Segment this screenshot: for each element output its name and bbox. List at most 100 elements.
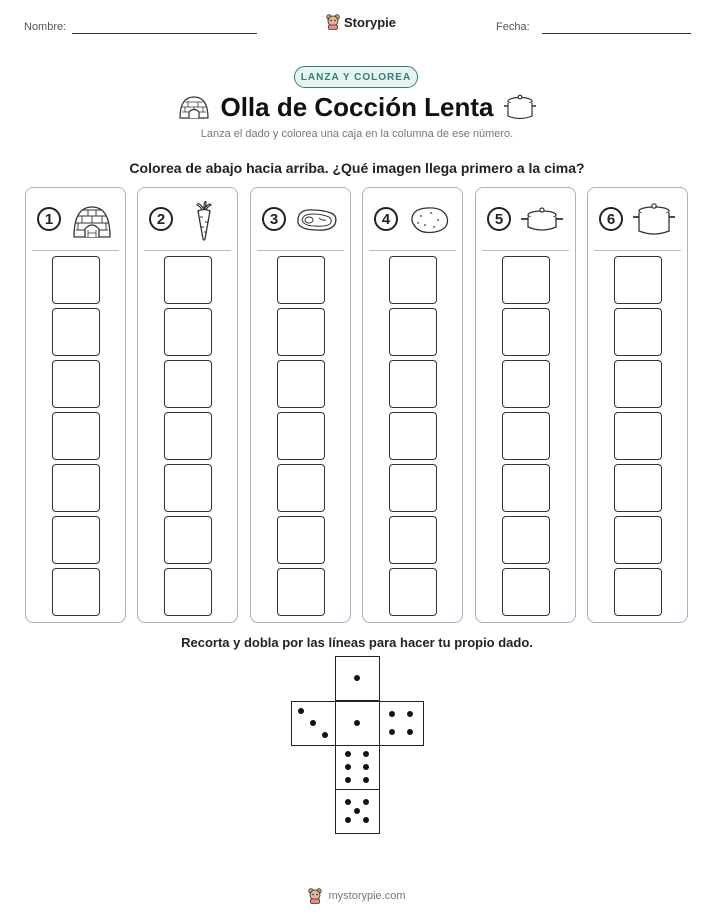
color-box[interactable] [614, 516, 662, 564]
color-box[interactable] [277, 360, 325, 408]
color-box[interactable] [277, 256, 325, 304]
color-box[interactable] [614, 464, 662, 512]
color-box[interactable] [614, 412, 662, 460]
dice-pip [363, 751, 370, 758]
igloo-icon [68, 199, 116, 241]
bear-icon [308, 888, 323, 904]
dice-face-1 [335, 656, 380, 701]
dice-pip [298, 708, 305, 715]
dice-pip [321, 731, 328, 738]
dice-pip [354, 808, 360, 814]
dice-pip [344, 776, 351, 783]
color-box[interactable] [164, 516, 212, 564]
color-box[interactable] [389, 256, 437, 304]
igloo-icon [179, 96, 209, 119]
color-box[interactable] [389, 568, 437, 616]
dice-pip [388, 710, 395, 717]
dice-pip [407, 710, 414, 717]
color-box[interactable] [502, 360, 550, 408]
steak-icon [293, 199, 341, 241]
color-box[interactable] [52, 256, 100, 304]
column-number: 6 [599, 207, 623, 231]
dice-pip [407, 729, 414, 736]
color-box[interactable] [164, 308, 212, 356]
color-box[interactable] [277, 516, 325, 564]
dice-face-3 [291, 701, 336, 746]
carrot-icon [180, 199, 228, 241]
name-line[interactable] [72, 33, 257, 34]
color-box[interactable] [502, 464, 550, 512]
pot-icon [504, 94, 536, 120]
color-box[interactable] [277, 412, 325, 460]
color-box[interactable] [614, 568, 662, 616]
column-number: 4 [374, 207, 398, 231]
color-box[interactable] [389, 516, 437, 564]
footer: mystorypie.com [0, 888, 714, 904]
dice-pip [344, 817, 351, 824]
column-2: 2 [137, 187, 238, 623]
color-box[interactable] [52, 412, 100, 460]
date-label: Fecha: [496, 21, 530, 33]
page-title: Olla de Cocción Lenta [220, 92, 494, 122]
color-box[interactable] [277, 568, 325, 616]
dice-face-6 [335, 745, 380, 790]
color-box[interactable] [502, 412, 550, 460]
divider [482, 250, 569, 251]
color-box[interactable] [164, 412, 212, 460]
column-number: 5 [487, 207, 511, 231]
potato-icon [405, 199, 453, 241]
column-4: 4 [362, 187, 463, 623]
color-box[interactable] [164, 256, 212, 304]
pot-icon [630, 199, 678, 241]
dice-pip [363, 798, 370, 805]
column-number: 2 [149, 207, 173, 231]
dice-pip [354, 720, 360, 726]
dice-face-1 [335, 701, 380, 746]
color-box[interactable] [614, 256, 662, 304]
color-box[interactable] [502, 568, 550, 616]
column-1: 1 [25, 187, 126, 623]
color-box[interactable] [52, 516, 100, 564]
color-box[interactable] [502, 256, 550, 304]
column-number: 1 [37, 207, 61, 231]
color-box[interactable] [389, 360, 437, 408]
color-box[interactable] [52, 568, 100, 616]
column-3: 3 [250, 187, 351, 623]
color-box[interactable] [389, 464, 437, 512]
dice-instruction: Recorta y dobla por las líneas para hace… [181, 635, 533, 650]
divider [369, 250, 456, 251]
color-box[interactable] [502, 308, 550, 356]
divider [594, 250, 681, 251]
color-box[interactable] [614, 308, 662, 356]
date-line[interactable] [542, 33, 691, 34]
page-subtitle: Lanza el dado y colorea una caja en la c… [200, 128, 514, 140]
column-5: 5 [475, 187, 576, 623]
divider [257, 250, 344, 251]
dice-pip [388, 729, 395, 736]
color-box[interactable] [389, 412, 437, 460]
color-box[interactable] [614, 360, 662, 408]
brand-name: Storypie [344, 14, 397, 30]
column-6: 6 [587, 187, 688, 623]
color-box[interactable] [52, 360, 100, 408]
color-box[interactable] [52, 308, 100, 356]
dice-pip [310, 720, 316, 726]
dice-pip [344, 764, 351, 770]
divider [32, 250, 119, 251]
dice-face-5 [335, 789, 380, 834]
color-box[interactable] [277, 464, 325, 512]
brand-logo: Storypie [326, 14, 396, 30]
color-box[interactable] [502, 516, 550, 564]
bear-icon [326, 14, 340, 30]
name-label: Nombre: [24, 21, 67, 33]
column-number: 3 [262, 207, 286, 231]
color-box[interactable] [164, 568, 212, 616]
activity-badge: LANZA Y COLOREA [294, 66, 418, 88]
color-box[interactable] [164, 360, 212, 408]
footer-url: mystorypie.com [328, 890, 406, 902]
color-box[interactable] [52, 464, 100, 512]
color-box[interactable] [389, 308, 437, 356]
divider [144, 250, 231, 251]
color-box[interactable] [164, 464, 212, 512]
color-box[interactable] [277, 308, 325, 356]
